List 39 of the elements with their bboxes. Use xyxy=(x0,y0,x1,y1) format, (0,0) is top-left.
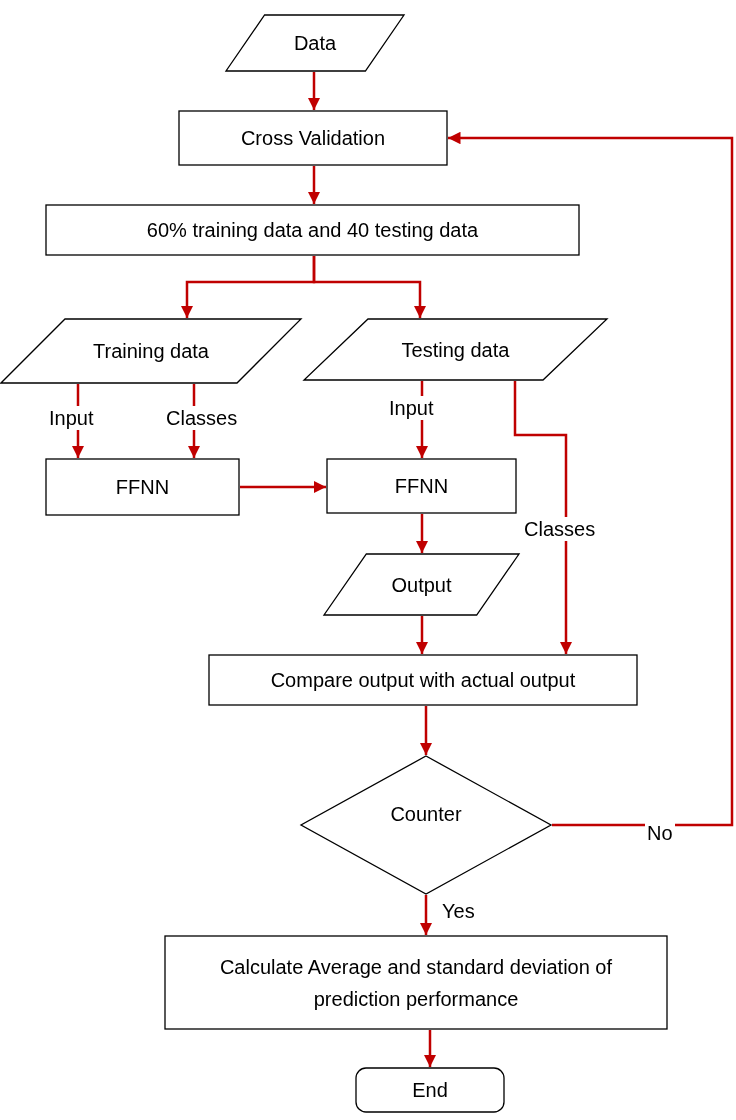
node-label: Calculate Average and standard deviation of prediction performance xyxy=(218,954,614,1012)
arrow xyxy=(307,166,321,204)
arrow xyxy=(513,381,573,654)
arrow xyxy=(307,72,321,110)
data-parallelogram xyxy=(303,318,608,381)
node-label: FFNN xyxy=(114,475,171,500)
edge-label: Input xyxy=(47,406,96,430)
arrow xyxy=(240,480,326,494)
node-label: Output xyxy=(390,572,453,598)
edge-label: Classes xyxy=(522,517,598,541)
process-box xyxy=(164,935,668,1030)
arrow xyxy=(415,616,429,654)
node-label: 60% training data and 40 testing data xyxy=(145,218,480,243)
arrow xyxy=(419,895,433,935)
process-box xyxy=(45,204,580,256)
arrow xyxy=(419,706,433,755)
node-label: Compare output with actual output xyxy=(269,668,577,693)
node-label: Cross Validation xyxy=(239,126,387,151)
node-label: Testing data xyxy=(400,337,511,363)
node-label: End xyxy=(411,1078,449,1103)
process-box xyxy=(208,654,638,706)
edge-label: Classes xyxy=(164,406,240,430)
process-box xyxy=(326,458,517,514)
node-label: Data xyxy=(292,31,338,56)
data-parallelogram xyxy=(0,318,302,384)
process-box xyxy=(45,458,240,516)
data-parallelogram xyxy=(323,553,520,616)
decision-diamond xyxy=(300,755,552,895)
process-box xyxy=(178,110,448,166)
arrow xyxy=(415,514,429,553)
edge-label: Input xyxy=(387,396,436,420)
node-label: FFNN xyxy=(393,474,450,499)
terminal-box xyxy=(355,1067,505,1113)
data-parallelogram xyxy=(225,14,405,72)
arrow xyxy=(448,131,734,827)
node-label: Counter xyxy=(389,802,463,827)
arrow xyxy=(312,256,427,318)
arrow xyxy=(423,1030,437,1067)
node-label: Training data xyxy=(92,339,210,364)
